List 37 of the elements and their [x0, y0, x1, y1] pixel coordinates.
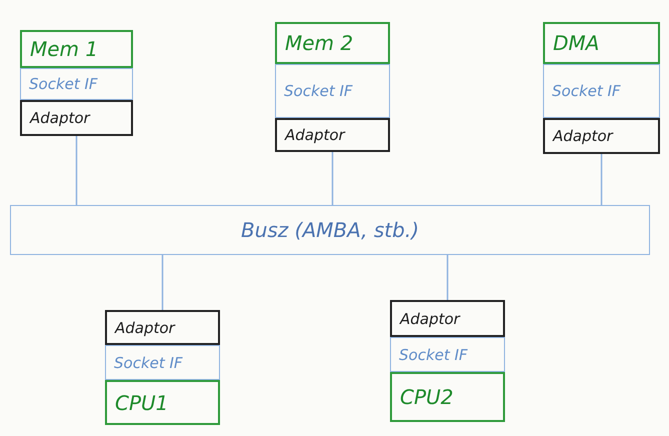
box-label: Socket IF: [29, 75, 98, 93]
module-box: [105, 310, 220, 345]
module-box: [275, 64, 390, 118]
module-box: [275, 118, 390, 152]
box-label: CPU1: [115, 390, 168, 414]
module-box: [543, 64, 660, 118]
box-label: Socket IF: [114, 354, 183, 372]
box-label: Adaptor: [553, 127, 613, 145]
connector-line: [600, 154, 602, 205]
box-label: Adaptor: [285, 126, 345, 144]
box-label: CPU2: [400, 385, 454, 409]
box-label: Mem 1: [30, 37, 98, 61]
module-box: [390, 372, 505, 422]
module-box: [105, 380, 220, 425]
bus-box: [10, 205, 650, 255]
module-box: [275, 22, 390, 64]
module-box: [390, 337, 505, 372]
box-label: Socket IF: [552, 82, 621, 100]
box-label: Socket IF: [284, 82, 353, 100]
module-box: [543, 22, 660, 64]
box-label: DMA: [553, 31, 600, 55]
module-box: [543, 118, 660, 154]
connector-line: [446, 255, 448, 300]
module-box: [105, 345, 220, 380]
module-box: [20, 30, 133, 68]
box-label: Busz (AMBA, stb.): [240, 218, 420, 242]
connector-line: [76, 136, 78, 205]
box-label: Adaptor: [30, 109, 90, 127]
box-label: Adaptor: [400, 310, 460, 328]
box-label: Adaptor: [115, 318, 175, 336]
connector-line: [162, 255, 164, 310]
module-box: [20, 100, 133, 136]
connector-line: [332, 152, 334, 205]
box-label: Mem 2: [285, 31, 354, 55]
box-label: Socket IF: [399, 346, 468, 364]
module-box: [390, 300, 505, 337]
module-box: [20, 68, 133, 100]
